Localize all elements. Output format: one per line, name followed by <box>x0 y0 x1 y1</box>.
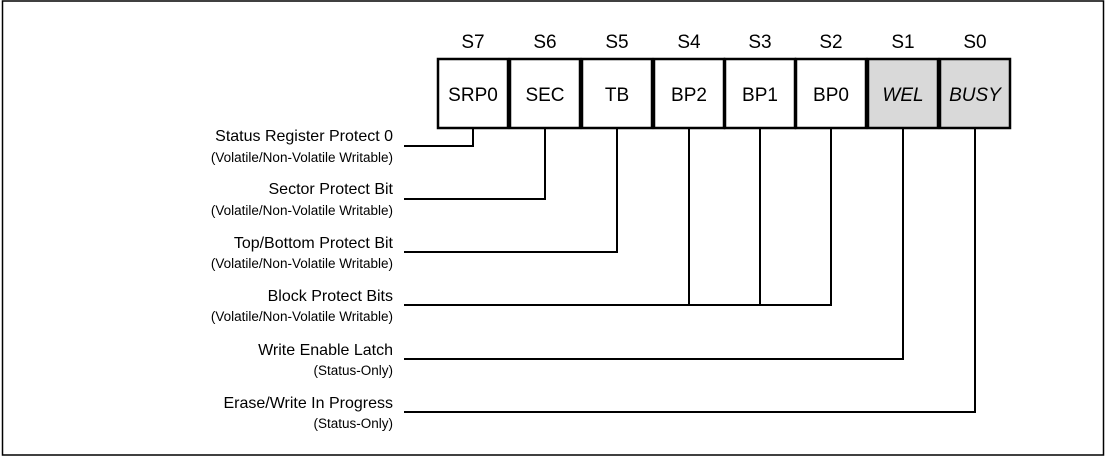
bit-label-busy: BUSY <box>949 85 1002 106</box>
desc-subtitle-busy: (Status-Only) <box>313 416 393 431</box>
bit-index-s0: S0 <box>963 32 986 53</box>
desc-title-sec: Sector Protect Bit <box>269 181 394 198</box>
bit-cell-s2 <box>794 57 868 130</box>
desc-subtitle-srp0: (Volatile/Non-Volatile Writable) <box>211 150 393 165</box>
bit-descriptions: Status Register Protect 0 (Volatile/Non-… <box>211 128 394 431</box>
bit-cell-s5 <box>580 57 654 130</box>
bit-cells <box>436 57 1012 130</box>
bit-index-s3: S3 <box>748 32 771 53</box>
bit-label-bp1: BP1 <box>742 85 778 106</box>
bit-cell-s4 <box>652 57 726 130</box>
desc-title-srp0: Status Register Protect 0 <box>215 128 393 145</box>
bit-label-bp2: BP2 <box>671 85 707 106</box>
connector-busy <box>404 128 976 413</box>
connector-sec <box>404 128 546 200</box>
bit-cell-s1 <box>866 57 940 130</box>
connector-lines <box>404 128 976 413</box>
desc-title-tb: Top/Bottom Protect Bit <box>234 235 394 252</box>
desc-title-bp: Block Protect Bits <box>268 288 393 305</box>
bit-index-s5: S5 <box>605 32 628 53</box>
desc-subtitle-wel: (Status-Only) <box>313 363 393 378</box>
desc-subtitle-tb: (Volatile/Non-Volatile Writable) <box>211 256 393 271</box>
bit-index-s6: S6 <box>533 32 556 53</box>
bit-label-srp0: SRP0 <box>448 85 498 106</box>
bit-cell-s0 <box>938 57 1012 130</box>
bit-index-s7: S7 <box>461 32 484 53</box>
connector-tb <box>404 128 618 253</box>
desc-subtitle-sec: (Volatile/Non-Volatile Writable) <box>211 203 393 218</box>
bit-label-tb: TB <box>605 85 629 106</box>
desc-subtitle-bp: (Volatile/Non-Volatile Writable) <box>211 309 393 324</box>
connector-wel <box>404 128 904 360</box>
bit-label-sec: SEC <box>525 85 564 106</box>
bit-index-s2: S2 <box>819 32 842 53</box>
bit-label-bp0: BP0 <box>813 85 849 106</box>
bit-index-s4: S4 <box>677 32 701 53</box>
bit-labels: SRP0 SEC TB BP2 BP1 BP0 WEL BUSY <box>448 85 1002 106</box>
bit-label-wel: WEL <box>882 85 923 106</box>
desc-title-wel: Write Enable Latch <box>258 342 393 359</box>
connector-srp0 <box>404 128 474 147</box>
connector-bp0 <box>404 128 832 306</box>
bit-index-row: S7 S6 S5 S4 S3 S2 S1 S0 <box>461 32 986 53</box>
desc-title-busy: Erase/Write In Progress <box>223 395 393 412</box>
bit-index-s1: S1 <box>891 32 914 53</box>
